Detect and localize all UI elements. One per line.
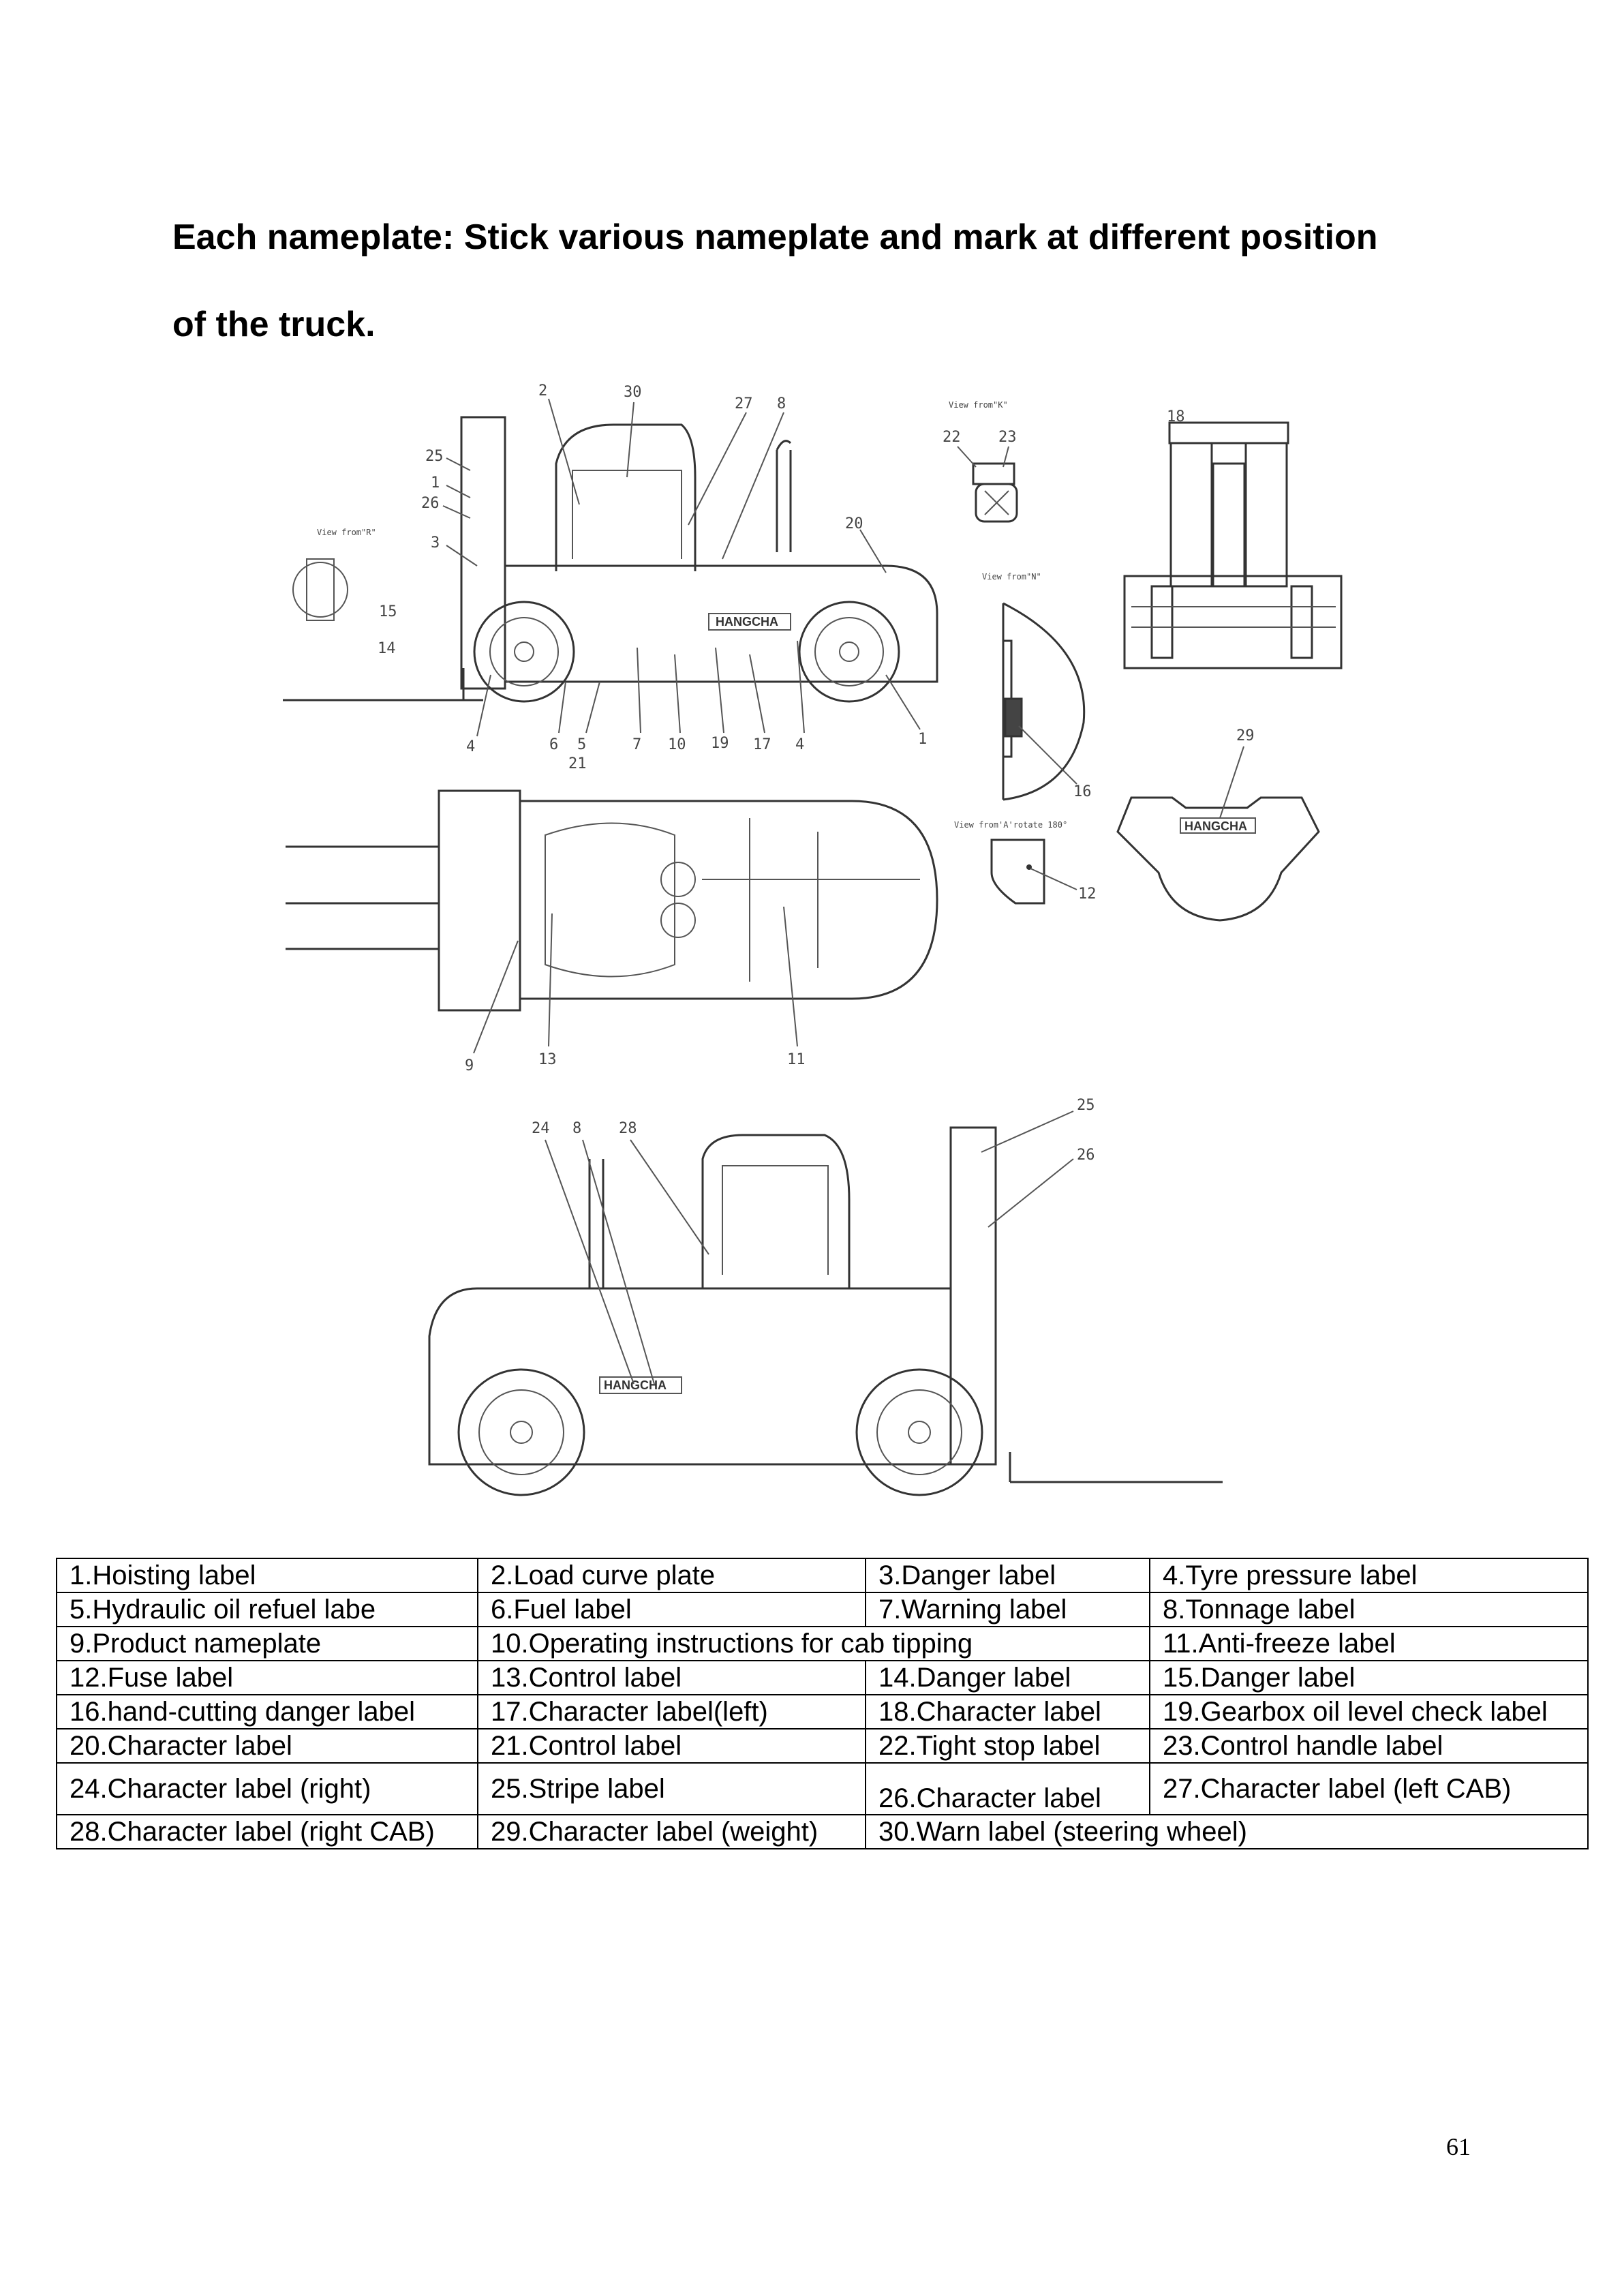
table-cell: 25.Stripe label bbox=[477, 1762, 866, 1815]
view-a: View from'A'rotate 180° 12 bbox=[954, 820, 1097, 905]
table-cell: 22.Tight stop label bbox=[865, 1728, 1150, 1764]
callout: 10 bbox=[668, 736, 686, 753]
table-cell: 11.Anti-freeze label bbox=[1149, 1626, 1589, 1661]
top-view: 9 13 11 bbox=[286, 789, 938, 1074]
table-cell: 19.Gearbox oil level check label bbox=[1149, 1694, 1589, 1729]
table-row: 28.Character label (right CAB) 29.Charac… bbox=[56, 1814, 1589, 1849]
callout: 9 bbox=[465, 1057, 474, 1074]
table-cell: 28.Character label (right CAB) bbox=[56, 1814, 478, 1849]
callout: 21 bbox=[568, 755, 587, 772]
callout: 22 bbox=[943, 429, 961, 446]
table-row: 1.Hoisting label 2.Load curve plate 3.Da… bbox=[56, 1558, 1589, 1593]
counterweight-view: HANGCHA 29 bbox=[1116, 727, 1320, 922]
table-row: 12.Fuse label 13.Control label 14.Danger… bbox=[56, 1660, 1589, 1695]
table-cell: 17.Character label(left) bbox=[477, 1694, 866, 1729]
view-k: View from"K" 22 23 bbox=[943, 400, 1018, 523]
callout: 2 bbox=[538, 382, 547, 399]
table-cell: 23.Control handle label bbox=[1149, 1728, 1589, 1764]
callout: 5 bbox=[577, 736, 586, 753]
table-row: 5.Hydraulic oil refuel labe 6.Fuel label… bbox=[56, 1592, 1589, 1627]
table-row: 24.Character label (right) 25.Stripe lab… bbox=[56, 1762, 1589, 1815]
table-cell: 7.Warning label bbox=[865, 1592, 1150, 1627]
table-cell: 21.Control label bbox=[477, 1728, 866, 1764]
callout: 28 bbox=[619, 1120, 637, 1137]
table-cell: 2.Load curve plate bbox=[477, 1558, 866, 1593]
heading-line-2: of the truck. bbox=[172, 305, 376, 344]
callout: 1 bbox=[918, 731, 927, 748]
callout: 11 bbox=[787, 1051, 806, 1068]
view-a-label: View from'A'rotate 180° bbox=[954, 820, 1067, 830]
callout: 16 bbox=[1073, 783, 1092, 800]
callout: 8 bbox=[777, 395, 786, 412]
table-row: 9.Product nameplate 10.Operating instruc… bbox=[56, 1626, 1589, 1661]
table-cell: 26.Character label bbox=[865, 1762, 1150, 1815]
callout: 12 bbox=[1078, 886, 1097, 903]
brand-logo: HANGCHA bbox=[604, 1378, 667, 1392]
callout: 29 bbox=[1236, 727, 1255, 744]
heading-line-1: Each nameplate: Stick various nameplate … bbox=[172, 217, 1378, 257]
view-n-label: View from"N" bbox=[982, 572, 1041, 581]
callout: 15 bbox=[379, 603, 397, 620]
label-legend-table: 1.Hoisting label 2.Load curve plate 3.Da… bbox=[56, 1558, 1589, 1849]
table-cell: 15.Danger label bbox=[1149, 1660, 1589, 1695]
table-cell: 4.Tyre pressure label bbox=[1149, 1558, 1589, 1593]
table-cell: 20.Character label bbox=[56, 1728, 478, 1764]
callout: 18 bbox=[1167, 408, 1185, 425]
callout: 8 bbox=[572, 1120, 581, 1137]
callout: 14 bbox=[378, 640, 396, 657]
side-view-left: HANGCHA View from"R" 2 30 27 8 25 1 26 3… bbox=[283, 382, 938, 772]
callout: 6 bbox=[549, 736, 558, 753]
view-r-label: View from"R" bbox=[317, 528, 376, 537]
callout: 19 bbox=[711, 735, 729, 752]
callout: 25 bbox=[1077, 1097, 1095, 1114]
table-cell: 29.Character label (weight) bbox=[477, 1814, 866, 1849]
table-cell: 10.Operating instructions for cab tippin… bbox=[477, 1626, 1150, 1661]
table-cell: 12.Fuse label bbox=[56, 1660, 478, 1695]
callout: 25 bbox=[425, 448, 444, 465]
table-cell: 18.Character label bbox=[865, 1694, 1150, 1729]
table-cell: 1.Hoisting label bbox=[56, 1558, 478, 1593]
callout: 7 bbox=[632, 736, 641, 753]
callout: 4 bbox=[795, 736, 804, 753]
table-cell: 24.Character label (right) bbox=[56, 1762, 478, 1815]
callout: 17 bbox=[753, 736, 771, 753]
table-cell: 13.Control label bbox=[477, 1660, 866, 1695]
callout: 1 bbox=[431, 474, 440, 492]
callout: 13 bbox=[538, 1051, 557, 1068]
table-cell: 3.Danger label bbox=[865, 1558, 1150, 1593]
callout: 26 bbox=[421, 495, 440, 512]
side-view-right: HANGCHA 24 8 28 25 26 bbox=[428, 1097, 1223, 1496]
page-number: 61 bbox=[1446, 2133, 1471, 2160]
table-row: 20.Character label 21.Control label 22.T… bbox=[56, 1728, 1589, 1764]
table-cell: 6.Fuel label bbox=[477, 1592, 866, 1627]
view-k-label: View from"K" bbox=[949, 400, 1008, 410]
callout: 26 bbox=[1077, 1147, 1095, 1164]
rear-view: 18 bbox=[1123, 408, 1343, 669]
callout: 20 bbox=[845, 515, 863, 532]
brand-logo: HANGCHA bbox=[1184, 819, 1247, 833]
callout: 27 bbox=[735, 395, 753, 412]
callout: 4 bbox=[466, 738, 475, 755]
callout: 3 bbox=[431, 534, 440, 552]
table-cell: 27.Character label (left CAB) bbox=[1149, 1762, 1589, 1815]
table-cell: 8.Tonnage label bbox=[1149, 1592, 1589, 1627]
brand-logo: HANGCHA bbox=[716, 615, 778, 629]
table-cell: 16.hand-cutting danger label bbox=[56, 1694, 478, 1729]
callout: 23 bbox=[998, 429, 1017, 446]
table-row: 16.hand-cutting danger label 17.Characte… bbox=[56, 1694, 1589, 1729]
table-cell: 30.Warn label (steering wheel) bbox=[865, 1814, 1589, 1849]
view-n: View from"N" 16 bbox=[982, 572, 1092, 801]
callout: 24 bbox=[532, 1120, 550, 1137]
table-cell: 14.Danger label bbox=[865, 1660, 1150, 1695]
table-cell: 9.Product nameplate bbox=[56, 1626, 478, 1661]
table-cell: 5.Hydraulic oil refuel labe bbox=[56, 1592, 478, 1627]
callout: 30 bbox=[624, 384, 642, 401]
